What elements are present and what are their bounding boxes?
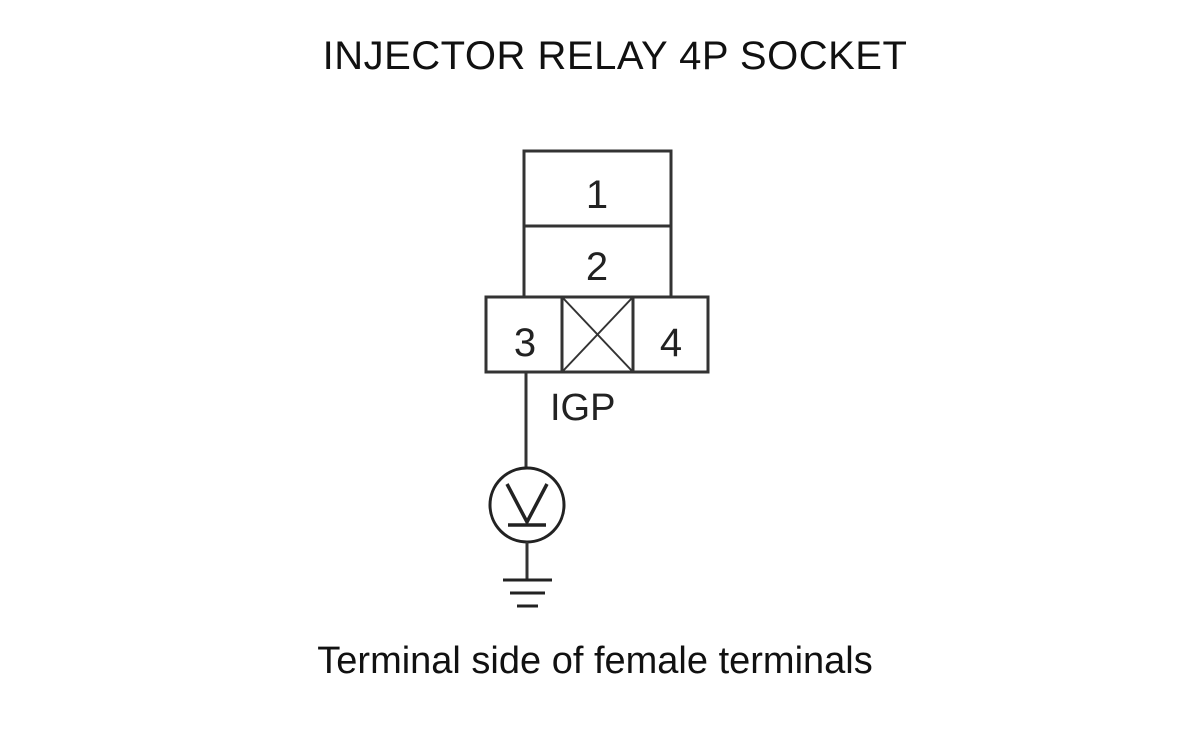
diagram-title: INJECTOR RELAY 4P SOCKET xyxy=(322,34,908,78)
blank-cavity-cross-icon xyxy=(561,296,634,373)
terminal-4-label: 4 xyxy=(660,321,682,365)
terminal-3-label: 3 xyxy=(514,321,536,365)
lower-row-outline xyxy=(484,295,710,374)
diagram-caption: Terminal side of female terminals xyxy=(317,640,873,682)
ground-icon xyxy=(503,578,552,608)
igp-signal-label: IGP xyxy=(550,387,615,429)
connector-upper-body: 1 2 xyxy=(522,149,673,299)
terminal-1-label: 1 xyxy=(586,173,608,217)
voltmeter-icon xyxy=(488,466,566,544)
terminal-2-label: 2 xyxy=(586,245,608,289)
connector-lower-row: 3 4 xyxy=(484,295,710,374)
